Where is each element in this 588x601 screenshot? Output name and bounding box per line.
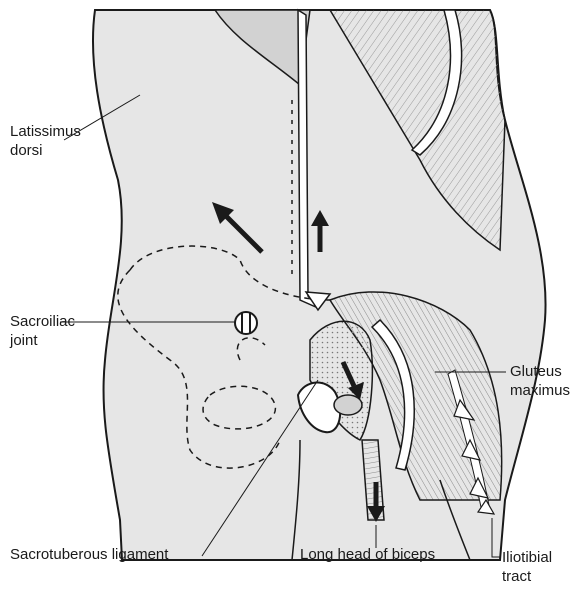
sacroiliac-joint-marker bbox=[235, 312, 257, 334]
ischial-foramen bbox=[334, 395, 362, 415]
label-sacroiliac-line1: Sacroiliac bbox=[10, 312, 75, 331]
label-sacrotuberous-ligament: Sacrotuberous ligament bbox=[10, 545, 168, 564]
label-gluteus-maximus: Gluteus maximus bbox=[510, 362, 570, 400]
label-long-head-of-biceps: Long head of biceps bbox=[300, 545, 435, 564]
label-latissimus-dorsi: Latissimus dorsi bbox=[10, 122, 81, 160]
label-latissimus-line1: Latissimus bbox=[10, 122, 81, 141]
label-sacroiliac-line2: joint bbox=[10, 331, 75, 350]
label-iliotibial-line1: Iliotibial bbox=[502, 548, 552, 567]
label-sacroiliac-joint: Sacroiliac joint bbox=[10, 312, 75, 350]
label-gluteus-line2: maximus bbox=[510, 381, 570, 400]
label-latissimus-line2: dorsi bbox=[10, 141, 81, 160]
label-iliotibial-tract: Iliotibial tract bbox=[502, 548, 552, 586]
label-gluteus-line1: Gluteus bbox=[510, 362, 570, 381]
label-iliotibial-line2: tract bbox=[502, 567, 552, 586]
